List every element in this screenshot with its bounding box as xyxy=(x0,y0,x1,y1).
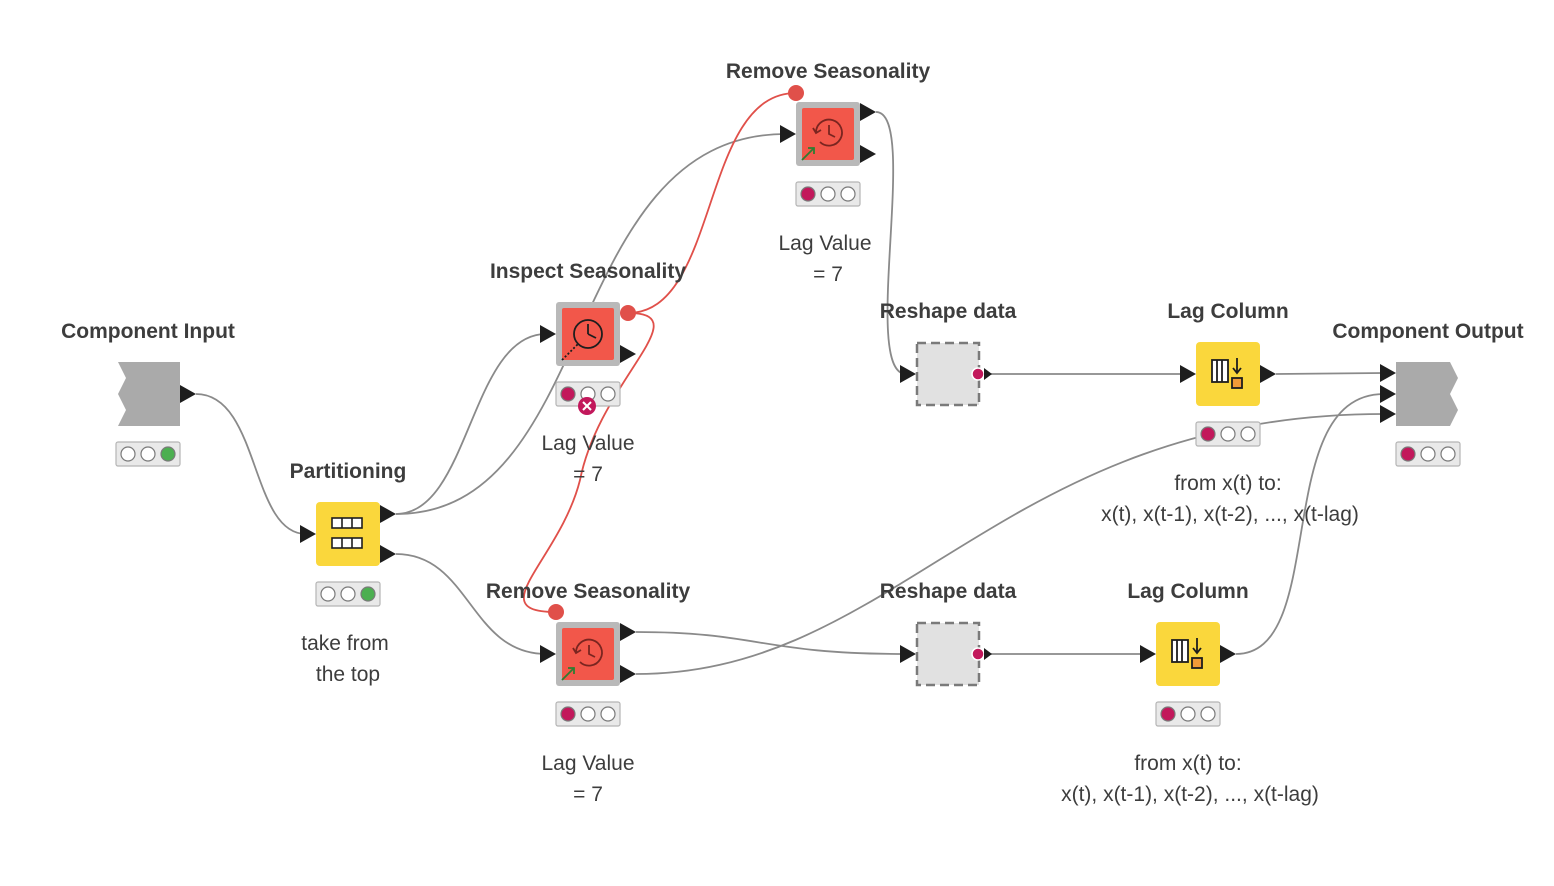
flow-variable-port[interactable] xyxy=(548,604,564,620)
connection-remove-top-to-reshape-top[interactable] xyxy=(875,111,907,375)
traffic-light xyxy=(795,181,861,207)
node-lag-column-bottom[interactable] xyxy=(1140,622,1236,727)
input-port[interactable] xyxy=(540,325,556,343)
metanode-icon xyxy=(915,341,981,407)
input-port[interactable] xyxy=(300,525,316,543)
history-clock-icon xyxy=(801,118,843,161)
annotation-remove-top-line2: = 7 xyxy=(813,263,843,286)
annotation-partitioning-line1: take from xyxy=(301,632,389,655)
output-port-top[interactable] xyxy=(380,505,396,523)
annotation-inspect-line2: = 7 xyxy=(573,463,603,486)
lag-column-icon xyxy=(1171,638,1203,669)
error-x-icon xyxy=(578,397,596,415)
node-reshape-top[interactable] xyxy=(900,341,992,407)
annotation-inspect-line1: Lag Value xyxy=(541,432,634,455)
node-title-component-output: Component Output xyxy=(1332,320,1523,343)
node-inspect-seasonality[interactable] xyxy=(540,302,636,415)
node-title-component-input: Component Input xyxy=(61,320,235,343)
metanode-icon xyxy=(915,621,981,687)
traffic-light xyxy=(115,441,181,467)
annotation-remove-bottom-line1: Lag Value xyxy=(541,752,634,775)
output-port[interactable] xyxy=(1260,365,1276,383)
annotation-lag-bottom-line1: from x(t) to: xyxy=(1134,752,1241,775)
annotation-lag-top-line2: x(t), x(t-1), x(t-2), ..., x(t-lag) xyxy=(1101,503,1359,526)
history-clock-icon xyxy=(561,638,603,681)
output-port-bottom[interactable] xyxy=(620,665,636,683)
annotation-remove-top-line1: Lag Value xyxy=(778,232,871,255)
node-title-remove-seasonality-bottom: Remove Seasonality xyxy=(486,580,691,603)
input-port[interactable] xyxy=(540,645,556,663)
flow-variable-port[interactable] xyxy=(788,85,804,101)
output-port[interactable] xyxy=(971,367,985,381)
node-partitioning[interactable] xyxy=(300,502,396,607)
node-title-remove-seasonality-top: Remove Seasonality xyxy=(726,60,931,83)
node-title-lag-column-top: Lag Column xyxy=(1167,300,1288,323)
annotation-lag-top-line1: from x(t) to: xyxy=(1174,472,1281,495)
connection-remove-bottom-to-reshape-bottom[interactable] xyxy=(635,631,907,655)
traffic-light xyxy=(1395,441,1461,467)
node-title-reshape-top: Reshape data xyxy=(880,300,1017,323)
node-remove-seasonality-bottom[interactable] xyxy=(540,604,636,727)
connection-partitioning-to-inspect[interactable] xyxy=(395,333,547,515)
connection-input-to-partitioning[interactable] xyxy=(195,393,307,535)
annotation-lag-bottom-line2: x(t), x(t-1), x(t-2), ..., x(t-lag) xyxy=(1061,783,1319,806)
lag-column-icon xyxy=(1211,358,1243,389)
input-port-3[interactable] xyxy=(1380,405,1396,423)
annotation-remove-bottom-line2: = 7 xyxy=(573,783,603,806)
node-title-inspect-seasonality: Inspect Seasonality xyxy=(490,260,686,283)
output-port-top[interactable] xyxy=(860,103,876,121)
output-port-top[interactable] xyxy=(620,623,636,641)
output-port[interactable] xyxy=(971,647,985,661)
flow-variable-port[interactable] xyxy=(620,305,636,321)
component-output-icon xyxy=(1396,362,1458,426)
node-remove-seasonality-top[interactable] xyxy=(780,85,876,207)
output-port-bottom[interactable] xyxy=(860,145,876,163)
flow-inspect-to-remove-top[interactable] xyxy=(627,92,797,314)
input-port[interactable] xyxy=(900,645,916,663)
input-port[interactable] xyxy=(780,125,796,143)
node-title-reshape-bottom: Reshape data xyxy=(880,580,1017,603)
traffic-light xyxy=(1195,421,1261,447)
partition-table-icon xyxy=(331,517,363,549)
connection-lag-bottom-to-output[interactable] xyxy=(1235,393,1385,655)
traffic-light xyxy=(315,581,381,607)
node-title-partitioning: Partitioning xyxy=(290,460,407,483)
node-title-lag-column-bottom: Lag Column xyxy=(1127,580,1248,603)
output-port[interactable] xyxy=(620,345,636,363)
connection-partitioning-to-remove-bottom[interactable] xyxy=(395,553,547,655)
component-input-icon xyxy=(118,362,180,426)
traffic-light xyxy=(1155,701,1221,727)
traffic-light xyxy=(555,381,621,407)
output-port[interactable] xyxy=(1220,645,1236,663)
input-port-2[interactable] xyxy=(1380,385,1396,403)
input-port[interactable] xyxy=(900,365,916,383)
input-port[interactable] xyxy=(1140,645,1156,663)
traffic-light xyxy=(555,701,621,727)
clock-icon xyxy=(561,319,603,361)
input-port-1[interactable] xyxy=(1380,364,1396,382)
output-port-bottom[interactable] xyxy=(380,545,396,563)
node-component-output[interactable] xyxy=(1380,362,1461,467)
input-port[interactable] xyxy=(1180,365,1196,383)
node-lag-column-top[interactable] xyxy=(1180,342,1276,447)
connection-lag-top-to-output[interactable] xyxy=(1275,372,1385,375)
flow-variable-connections xyxy=(522,92,797,613)
node-reshape-bottom[interactable] xyxy=(900,621,992,687)
flow-inspect-to-remove-bottom[interactable] xyxy=(522,312,655,613)
output-port[interactable] xyxy=(180,385,196,403)
node-component-input[interactable] xyxy=(115,362,196,467)
annotation-partitioning-line2: the top xyxy=(316,663,380,686)
